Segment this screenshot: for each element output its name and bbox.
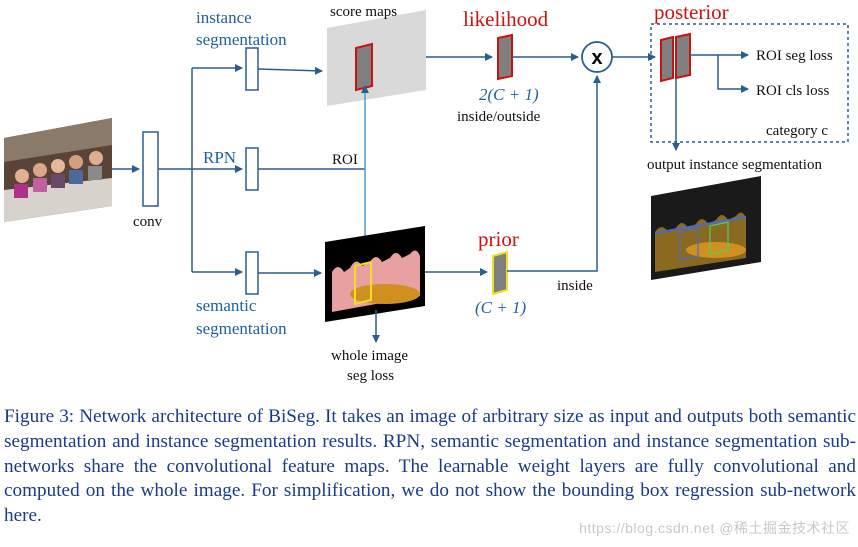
posterior-feature-2	[675, 32, 691, 80]
prior-label: prior	[478, 227, 519, 251]
figure-caption: Figure 3: Network architecture of BiSeg.…	[4, 406, 856, 527]
multiply-symbol: x	[591, 47, 602, 69]
roi-cls-loss-label: ROI cls loss	[756, 83, 830, 99]
arrow-prior-multiply	[507, 75, 601, 272]
semantic-map	[325, 226, 425, 322]
whole-image-label-2: seg loss	[347, 368, 394, 384]
score-maps-roi	[355, 42, 373, 92]
likelihood-dim: 2(C + 1)	[479, 85, 539, 104]
semantic-label-1: semantic	[196, 296, 257, 315]
rpn-block	[245, 147, 259, 191]
posterior-feature-1	[660, 35, 674, 83]
score-maps-label: score maps	[330, 4, 397, 20]
score-maps-plane	[327, 10, 426, 106]
instance-block	[245, 47, 259, 91]
watermark: https://blog.csdn.net @稀土掘金技术社区	[579, 520, 850, 536]
input-image	[4, 118, 112, 222]
semantic-block	[245, 251, 259, 295]
arrow-roi-cls-loss	[717, 55, 749, 93]
likelihood-feature	[497, 33, 513, 81]
prior-feature	[492, 250, 508, 296]
arrow-instance-scoremaps	[257, 66, 323, 75]
output-instance-image	[651, 176, 761, 280]
instance-label-1: instance	[196, 8, 252, 27]
likelihood-label: likelihood	[463, 7, 549, 31]
inside-outside-label: inside/outside	[457, 109, 541, 125]
category-box	[650, 23, 849, 143]
prior-dim: (C + 1)	[475, 298, 526, 317]
category-label: category c	[766, 123, 828, 139]
semantic-label-2: segmentation	[196, 319, 287, 338]
instance-label-2: segmentation	[196, 30, 287, 49]
whole-image-label-1: whole image	[331, 348, 408, 364]
conv-label: conv	[133, 214, 163, 230]
roi-label: ROI	[332, 152, 358, 168]
inside-label: inside	[557, 278, 593, 294]
architecture-diagram: conv instance segmentation RPN semantic …	[4, 0, 849, 384]
rpn-label: RPN	[203, 148, 236, 167]
roi-seg-loss-label: ROI seg loss	[756, 48, 833, 64]
output-instance-label: output instance segmentation	[647, 157, 822, 173]
conv-block	[142, 131, 159, 207]
posterior-label: posterior	[654, 0, 729, 24]
